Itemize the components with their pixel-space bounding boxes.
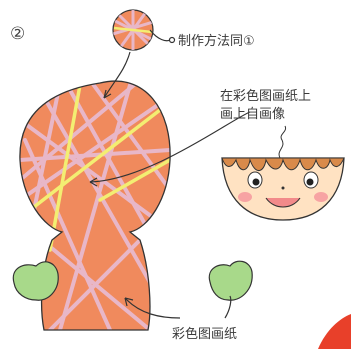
label-draw-self-portrait-line2: 画上自画像 bbox=[220, 107, 286, 122]
figure-body bbox=[19, 80, 171, 331]
step-number: ② bbox=[10, 24, 26, 44]
label-draw-self-portrait-line1: 在彩色图画纸上 bbox=[220, 89, 312, 104]
label-colored-paper: 彩色图画纸 bbox=[172, 327, 238, 342]
left-mitten bbox=[12, 261, 59, 301]
right-mitten bbox=[208, 260, 253, 301]
corner-decoration bbox=[318, 314, 351, 349]
label-same-as-step1: 制作方法同① bbox=[178, 34, 255, 49]
arrows bbox=[89, 29, 251, 319]
face-cutout bbox=[221, 125, 345, 221]
top-circle bbox=[112, 9, 154, 51]
